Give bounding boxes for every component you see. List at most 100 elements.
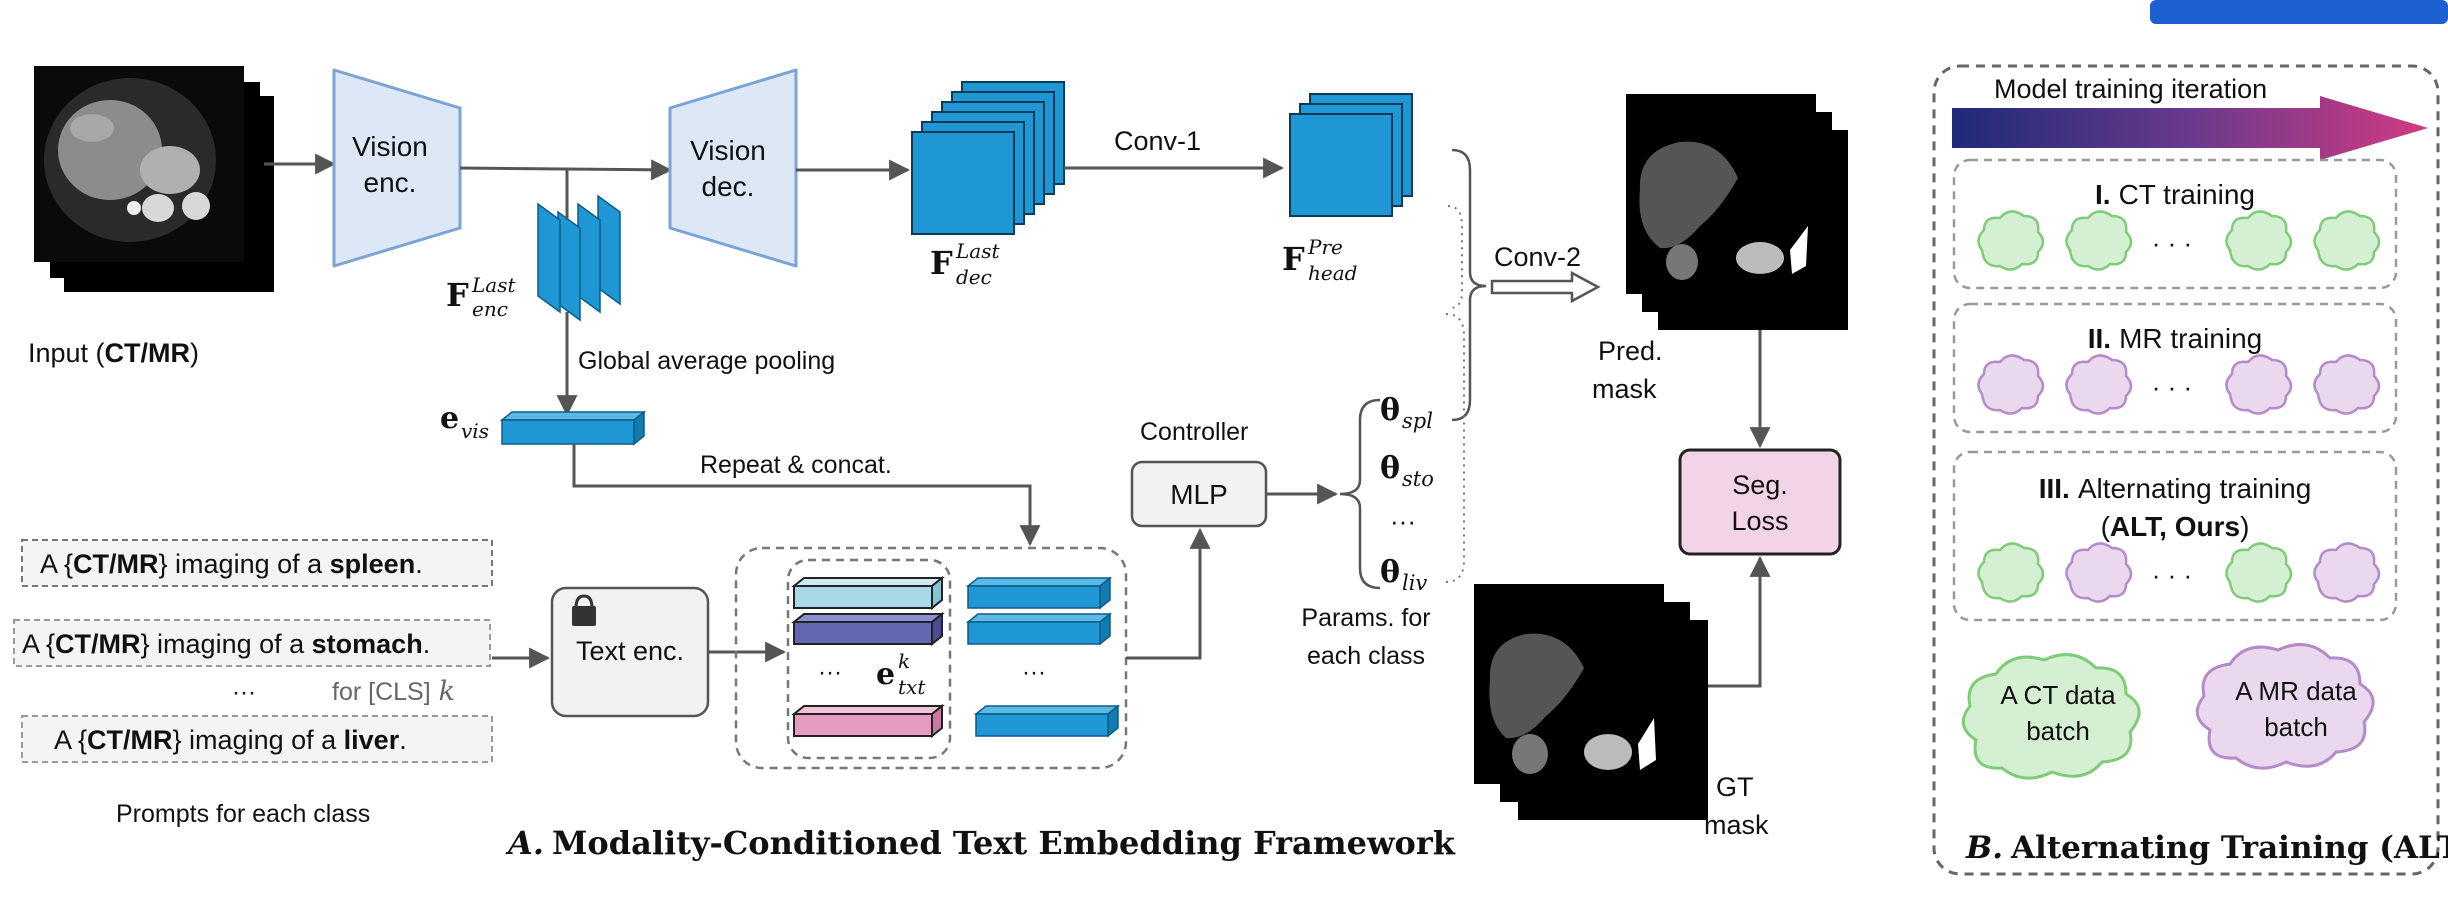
stage2-cloud-1 [1977,354,2045,415]
stage-mr-training [1952,302,2398,434]
stage2-cloud-4 [2313,354,2381,415]
conv1-label: Conv-1 [1114,126,1201,156]
stage1-cloud-2 [2065,210,2133,271]
stage2-ellipsis: · · · [2152,372,2192,402]
conv2-arrow [1490,270,1601,304]
stage-ct-training [1952,158,2398,290]
f-dec-sup: Last [955,239,1000,263]
mr-batch-label-2: batch [2264,712,2328,742]
pred-mask-label-1: Pred. [1598,336,1663,366]
stage3-ellipsis: · · · [2152,560,2192,590]
mlp-label: MLP [1170,479,1228,510]
vision-enc-label-1: Vision [352,131,428,162]
encoder-feature-stack [537,194,621,322]
repeated-visual-bar-1 [965,576,1113,610]
text-embedding-bar-2 [791,611,945,647]
f-dec-sub: dec [956,265,992,289]
stage1-label: I.CT training [2095,179,2255,210]
theta-spl-sub: spl [1402,409,1433,433]
head-feature-stack [1289,93,1413,217]
prompt-ellipsis: ··· [232,679,256,706]
visual-embedding-bar [499,410,647,446]
text-embedding-group [786,558,952,760]
stage-alternating-training [1952,450,2398,622]
for-cls-label: for [CLS]k [332,676,455,707]
iteration-label: Model training iteration [1994,74,2267,104]
f-dec-symbol: F [930,244,953,282]
vision-enc-label-2: enc. [364,167,417,198]
ct-batch-legend-cloud [1961,653,2141,780]
theta-sto-symbol: θ [1380,451,1400,486]
gap-label: Global average pooling [578,347,835,375]
prompt-spleen: A {CT/MR} imaging of a spleen. [21,539,493,587]
repeated-visual-ellipsis: ··· [1022,659,1046,686]
prompts-caption: Prompts for each class [116,800,370,828]
pred-mask-label-2: mask [1592,374,1657,404]
e-vis-symbol: e [440,401,459,436]
iteration-arrow [1952,96,2428,160]
e-txt-sup: k [898,649,910,673]
ct-batch-label-1: A CT data [2000,680,2116,710]
controller-label: Controller [1140,418,1248,446]
seg-loss-label-1: Seg. [1732,470,1788,500]
stage2-cloud-2 [2065,354,2133,415]
panel-b-caption: B.Alternating Training (ALT) [1965,830,2448,866]
stage1-cloud-1 [1977,210,2045,271]
params-label-2: each class [1307,642,1425,670]
text-enc-label: Text enc. [576,636,684,666]
mr-batch-label-1: A MR data [2235,676,2357,706]
vision-encoder-block [332,68,462,268]
prompt-liver: A {CT/MR} imaging of a liver. [21,715,493,763]
stage1-cloud-3 [2225,210,2293,271]
e-txt-sub: txt [898,675,926,699]
stage3-label: III.Alternating training [2039,473,2312,504]
e-txt-symbol: e [876,657,895,692]
stage1-ellipsis: · · · [2152,228,2192,258]
params-brace [1339,398,1381,590]
stage2-label: II.MR training [2088,323,2263,354]
f-enc-symbol: F [446,276,469,314]
f-enc-sup: Last [471,273,516,297]
f-head-sub: head [1308,261,1357,285]
theta-liv-sub: liv [1402,571,1427,595]
svg-text:A {CT/MR} imaging of a stomach: A {CT/MR} imaging of a stomach. [22,629,430,659]
vision-dec-label-1: Vision [690,135,766,166]
feature-brace [1451,148,1487,422]
svg-text:A {CT/MR} imaging of a spleen.: A {CT/MR} imaging of a spleen. [40,549,423,579]
text-embedding-bar-1 [791,575,945,611]
gt-mask-label-1: GT [1716,772,1754,802]
vision-dec-label-2: dec. [702,171,755,202]
seg-loss-label-2: Loss [1731,506,1788,536]
seg-loss-box [1678,448,1842,556]
text-embedding-bar-k [791,703,945,739]
pred-mask-stack [1626,94,1848,330]
panel-b-frame [1932,64,2440,876]
stage2-cloud-3 [2225,354,2293,415]
e-vis-sub: vis [461,419,489,443]
conv2-label: Conv-2 [1494,242,1581,272]
vision-decoder-block [668,68,798,268]
ct-batch-label-2: batch [2026,716,2090,746]
repeat-concat-label: Repeat & concat. [700,451,892,479]
prompt-stomach: A {CT/MR} imaging of a stomach. [13,619,491,667]
repeated-visual-bar-k [973,704,1121,738]
stage3-cloud-2 [2065,542,2133,603]
theta-liv-symbol: θ [1380,555,1400,590]
input-label: Input (CT/MR) [28,338,199,368]
panel-a-caption: A.Modality-Conditioned Text Embedding Fr… [505,824,1456,862]
gt-mask-label-2: mask [1704,810,1769,840]
theta-ellipsis: ··· [1390,506,1416,536]
stage3-cloud-4 [2313,542,2381,603]
theta-spl-symbol: θ [1380,393,1400,428]
f-head-symbol: F [1282,240,1305,278]
decoder-feature-stack [911,81,1065,235]
input-image-stack [34,66,274,292]
gt-mask-stack [1474,584,1708,820]
mr-batch-legend-cloud [2195,643,2375,770]
window-tab-fragment [2150,0,2448,24]
f-enc-sub: enc [472,297,508,321]
stage3-sublabel: (ALT, Ours) [2101,511,2250,542]
stage1-cloud-4 [2313,210,2381,271]
lock-icon [572,594,596,626]
